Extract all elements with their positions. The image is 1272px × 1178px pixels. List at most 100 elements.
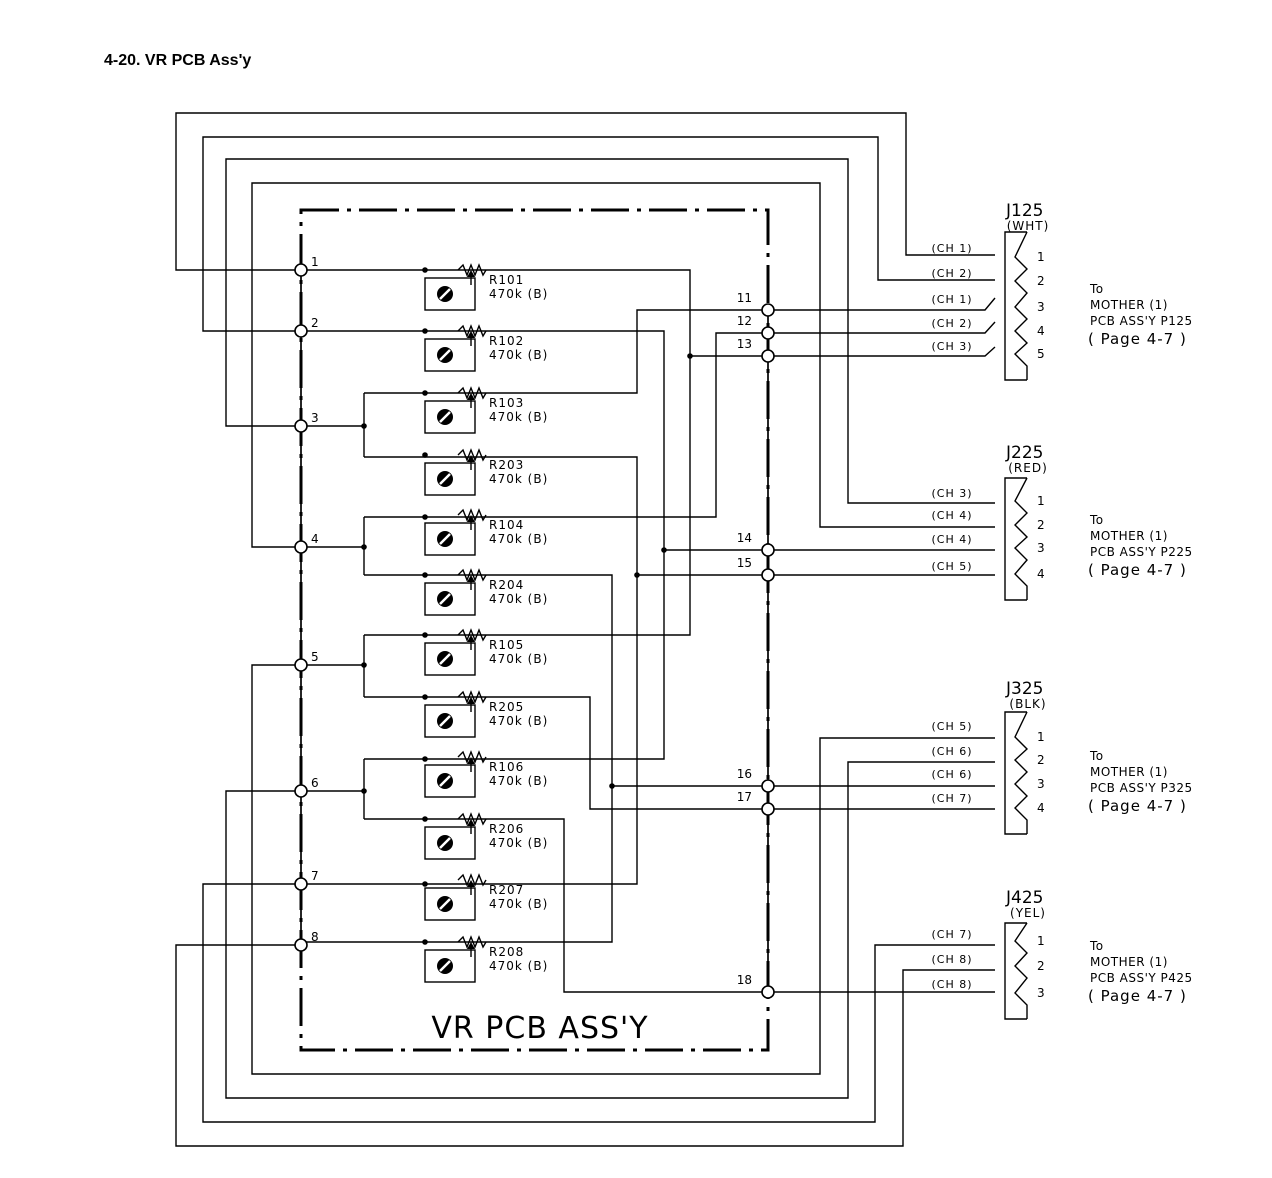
junction-dot [361, 662, 367, 668]
trimmer-box [424, 462, 476, 496]
connector-name: J425 [1005, 888, 1043, 908]
connector-pin-number: 4 [1037, 567, 1045, 581]
resistor-r206 [424, 812, 487, 860]
left-node-label: 6 [311, 776, 319, 790]
resistor-ref: R106 [489, 760, 524, 774]
knob-slot [439, 715, 451, 727]
knob-slot [439, 349, 451, 361]
wiper-arrow-icon [467, 331, 475, 338]
dest-to: To [1089, 282, 1104, 296]
connector-pin-number: 2 [1037, 518, 1045, 532]
junction-dot [422, 939, 428, 945]
resistor-value: 470k (B) [489, 592, 548, 606]
dest-board: MOTHER (1) [1090, 955, 1168, 969]
channel-label: (CH 5) [931, 720, 972, 733]
dest-pcb: PCB ASS'Y P125 [1090, 314, 1193, 328]
left-node-label: 3 [311, 411, 319, 425]
left-node-label: 1 [311, 255, 319, 269]
junction-dot [422, 572, 428, 578]
outer-loop-8 [175, 944, 995, 1147]
connector-pins-edge [1013, 477, 1029, 600]
junction-dot [661, 547, 667, 553]
dest-page: ( Page 4-7 ) [1088, 561, 1187, 579]
right-node-label: 11 [737, 291, 752, 305]
right-node-17 [761, 802, 775, 816]
trimmer-box [424, 277, 476, 311]
junction-dot [361, 423, 367, 429]
resistor-element [457, 568, 487, 582]
resistor-ref: R205 [489, 700, 524, 714]
resistor-element [457, 812, 487, 826]
connector-pins-edge [1013, 231, 1029, 380]
connector-color: (RED) [1008, 461, 1048, 475]
junction-dot [422, 390, 428, 396]
resistor-value: 470k (B) [489, 959, 548, 973]
trimmer-box [424, 522, 476, 556]
connector-pin-number: 1 [1037, 250, 1045, 264]
board-outline [299, 208, 770, 1052]
right-node-16 [761, 779, 775, 793]
left-node-label: 2 [311, 316, 319, 330]
resistor-ref: R103 [489, 396, 524, 410]
left-node-label: 5 [311, 650, 319, 664]
outer-loop-6 [225, 761, 995, 1099]
resistor-ref: R204 [489, 578, 524, 592]
outer-loop-2 [202, 136, 995, 332]
outer-loop-7 [202, 883, 995, 1123]
wiper-arrow-icon [467, 455, 475, 462]
connector-body [1004, 922, 1027, 1020]
dest-page: ( Page 4-7 ) [1088, 987, 1187, 1005]
resistor-r105 [424, 628, 487, 676]
outer-loop-1 [175, 112, 995, 271]
wiper-arrow-icon [467, 697, 475, 704]
trimmer-box [424, 582, 476, 616]
outer-loop-4 [251, 182, 995, 548]
junction-dot [422, 632, 428, 638]
resistor-value: 470k (B) [489, 410, 548, 424]
right-link-1 [768, 297, 996, 311]
channel-label: (CH 3) [931, 487, 972, 500]
route-4 [485, 456, 638, 885]
channel-label: (CH 1) [931, 293, 972, 306]
resistor-r203 [424, 448, 487, 496]
left-node-2 [294, 324, 308, 338]
junction-dot [422, 816, 428, 822]
resistor-element [457, 690, 487, 704]
trimmer-box [424, 764, 476, 798]
page-title: 4-20. VR PCB Ass'y [104, 52, 252, 69]
right-node-label: 14 [737, 531, 752, 545]
left-node-3 [294, 419, 308, 433]
right-node-label: 16 [737, 767, 752, 781]
right-link-3 [768, 346, 996, 357]
junction-dot [422, 452, 428, 458]
resistor-element [457, 508, 487, 522]
junction-dot [361, 788, 367, 794]
left-node-label: 7 [311, 869, 319, 883]
outer-loop-3 [225, 158, 995, 504]
junction-dot [422, 267, 428, 273]
channel-label: (CH 6) [931, 768, 972, 781]
board-label: VR PCB ASS'Y [431, 1011, 648, 1046]
wiper-arrow-icon [467, 515, 475, 522]
resistor-r104 [424, 508, 487, 556]
connector-pins-edge [1013, 711, 1029, 834]
knob-slot [439, 533, 451, 545]
resistor-ref: R102 [489, 334, 524, 348]
left-node-4 [294, 540, 308, 554]
wiper-arrow-icon [467, 757, 475, 764]
right-link-2 [768, 321, 996, 334]
left-node-1 [294, 263, 308, 277]
wiper-arrow-icon [467, 393, 475, 400]
dest-page: ( Page 4-7 ) [1088, 797, 1187, 815]
resistor-element [457, 386, 487, 400]
connector-pins-edge [1014, 922, 1028, 1019]
connector-j225 [1004, 477, 1029, 601]
trimmer-box [424, 826, 476, 860]
resistor-r101 [424, 263, 487, 311]
trimmer-box [424, 887, 476, 921]
knob-slot [439, 411, 451, 423]
connector-pin-number: 2 [1037, 753, 1045, 767]
resistor-r204 [424, 568, 487, 616]
right-node-label: 15 [737, 556, 752, 570]
left-node-label: 4 [311, 532, 319, 546]
